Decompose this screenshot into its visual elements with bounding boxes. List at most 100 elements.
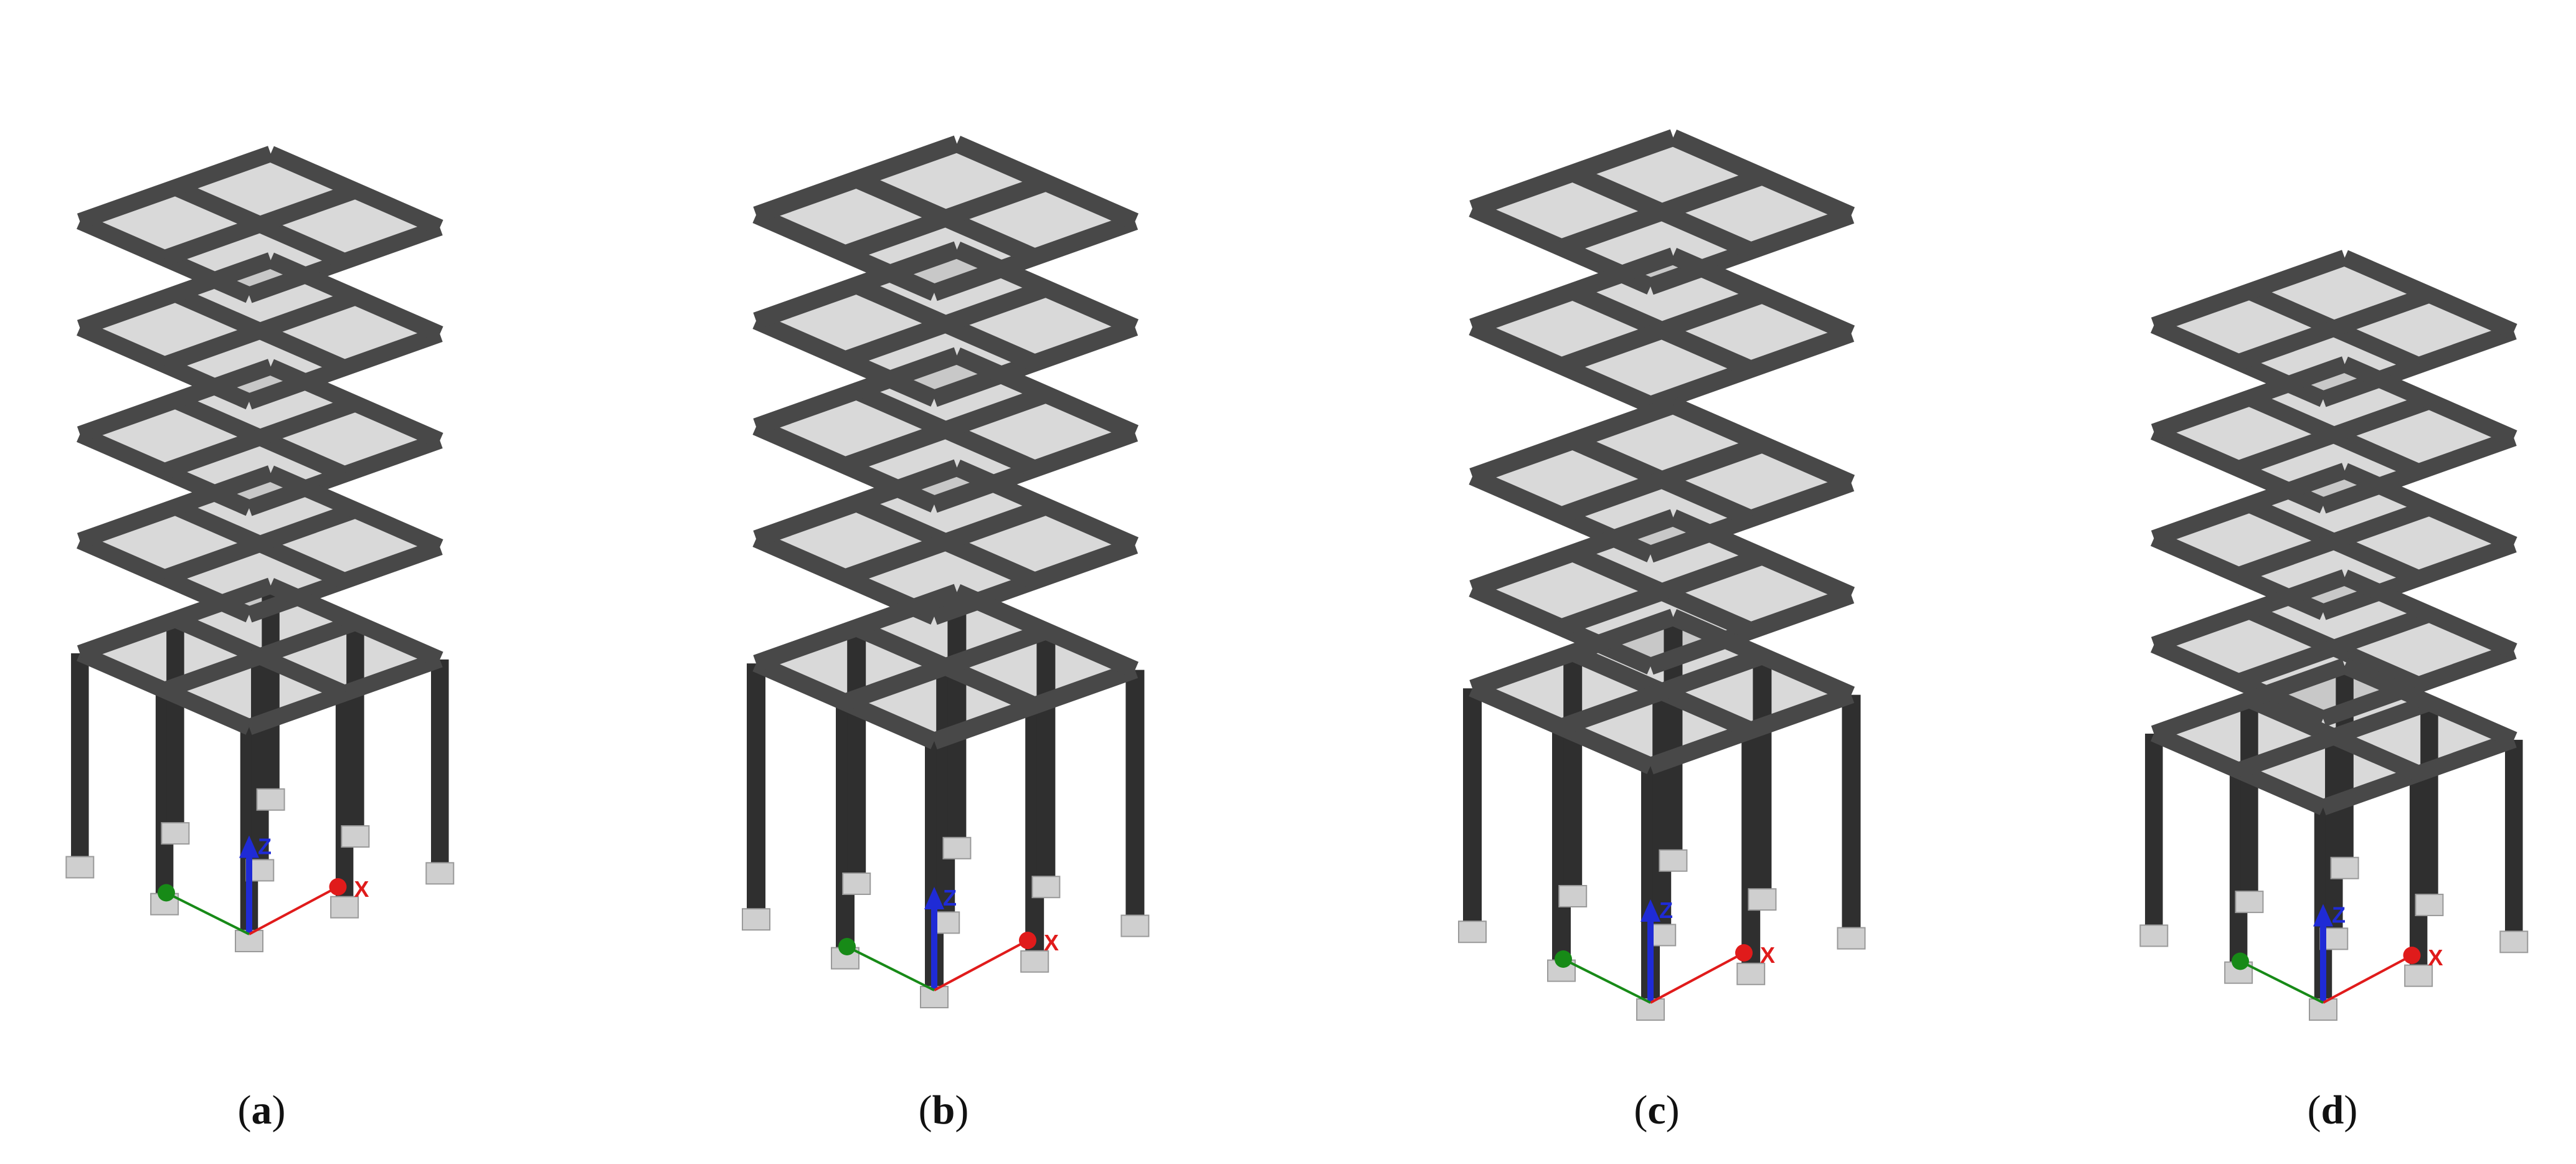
beam [267, 359, 443, 448]
beam [753, 347, 960, 435]
y-arrow-head [1555, 950, 1572, 968]
beam [246, 539, 443, 623]
y-arrow-head [838, 938, 856, 955]
column-base [330, 896, 359, 919]
beam [161, 502, 358, 586]
beam [267, 578, 443, 668]
beam [1469, 247, 1677, 336]
beam [1558, 548, 1766, 636]
beam [1469, 509, 1677, 597]
beam [77, 577, 274, 661]
structure-panel-d: ZX [2139, 250, 2529, 1021]
beam [1558, 168, 1766, 256]
panel-caption-c: (c) [1634, 1087, 1680, 1133]
beam [161, 615, 358, 698]
beam [2341, 569, 2517, 659]
z-arrow-head [2313, 904, 2333, 927]
beam [1469, 608, 1677, 697]
column-base [161, 822, 190, 845]
beam [161, 395, 358, 480]
beam [953, 347, 1139, 442]
x-axis-arrow [934, 939, 1028, 991]
structure-panel-a: ZX [65, 146, 455, 952]
beam [2151, 463, 2348, 546]
beam [161, 182, 358, 267]
beam [77, 359, 274, 442]
column-base [1031, 876, 1061, 899]
beam [1669, 129, 1855, 224]
panel-caption-b: (b) [918, 1087, 969, 1133]
y-axis-arrow [846, 945, 935, 991]
beam [246, 432, 443, 516]
beam [161, 289, 358, 373]
beam [2320, 732, 2517, 816]
column-base [2499, 930, 2529, 953]
beam [1558, 436, 1766, 524]
structure-panel-b: ZX [742, 135, 1150, 1008]
x-axis-arrow [1650, 952, 1745, 1004]
column-base [2415, 894, 2444, 917]
z-axis-label: Z [258, 834, 272, 859]
column-base [1736, 962, 1766, 985]
beam [2341, 356, 2517, 446]
column-base [341, 825, 370, 848]
beam [2320, 536, 2517, 620]
beam [953, 241, 1139, 336]
z-axis-label: Z [1659, 897, 1673, 923]
x-axis-label: X [1044, 930, 1059, 955]
beam [2235, 695, 2432, 778]
beam [1469, 397, 1677, 485]
beam [2151, 250, 2348, 333]
beam [2235, 499, 2432, 584]
beam [267, 465, 443, 555]
structure-panel-c: ZX [1458, 129, 1866, 1021]
beam [2151, 569, 2348, 653]
x-axis-label: X [354, 876, 369, 902]
beam [1669, 608, 1855, 703]
beam [77, 146, 274, 229]
x-axis-arrow [249, 886, 339, 935]
y-arrow-head [2232, 952, 2249, 970]
z-arrow-head [1641, 899, 1660, 922]
beam [2341, 250, 2517, 339]
z-axis-label: Z [943, 885, 957, 911]
beam [953, 459, 1139, 554]
beam [2151, 658, 2348, 742]
column-base [65, 856, 95, 879]
x-arrow-head [1735, 944, 1753, 962]
beam [2341, 658, 2517, 748]
beam [842, 498, 1049, 586]
column-base [2330, 856, 2359, 879]
column-base [1020, 950, 1049, 973]
beam [267, 146, 443, 235]
beam [2320, 643, 2517, 727]
column-base [742, 908, 770, 931]
column-base [1659, 849, 1688, 872]
beam [753, 135, 960, 224]
x-arrow-head [329, 878, 347, 896]
y-axis-arrow [166, 891, 250, 935]
beam [246, 326, 443, 410]
beam [2341, 463, 2517, 552]
beam [267, 252, 443, 342]
column-base [256, 788, 285, 811]
column-base [942, 836, 972, 859]
column-base [1558, 885, 1588, 907]
column-base [1120, 914, 1150, 937]
x-axis-label: X [1760, 942, 1775, 968]
x-arrow-head [1019, 932, 1036, 949]
beam [1669, 509, 1855, 603]
column-base [2235, 891, 2264, 914]
x-axis-label: X [2428, 945, 2443, 970]
beam [842, 623, 1049, 711]
beam [842, 386, 1049, 474]
y-arrow-head [158, 884, 175, 902]
x-axis-arrow [2323, 954, 2413, 1004]
beam [753, 459, 960, 547]
beam [2235, 393, 2432, 477]
panel-caption-d: (d) [2307, 1087, 2358, 1133]
column-base [2404, 964, 2433, 987]
z-arrow-head [239, 835, 259, 858]
beam [77, 465, 274, 549]
